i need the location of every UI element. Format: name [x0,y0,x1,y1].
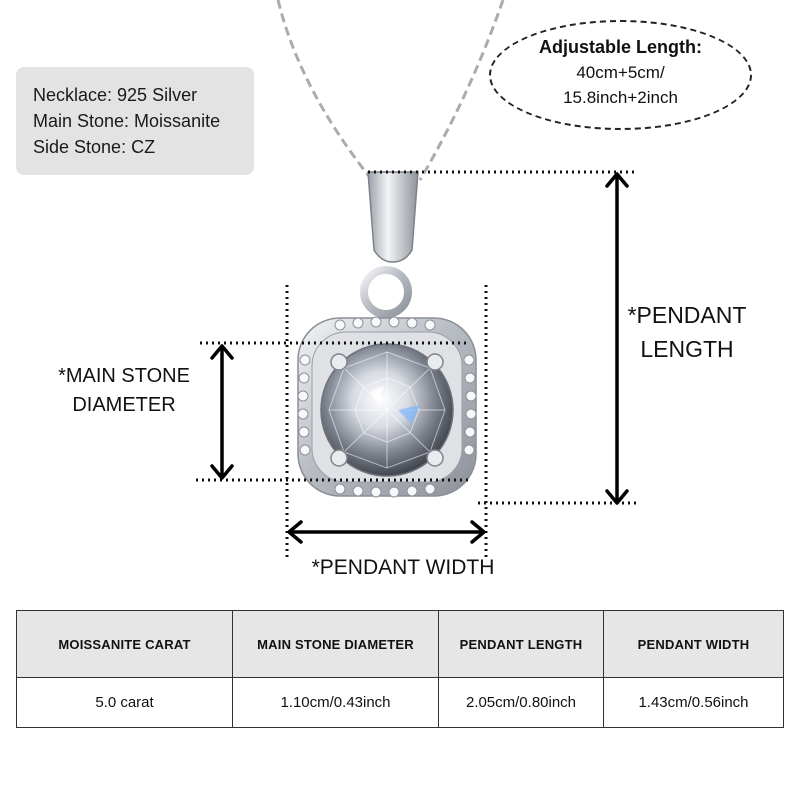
main-stone-label-line1: *MAIN STONE [58,365,190,387]
spec-side-stone: Side Stone: CZ [33,137,156,157]
dimension-guides [196,170,640,560]
table-row: 5.0 carat 1.10cm/0.43inch 2.05cm/0.80inc… [16,677,784,728]
main-stone-label-line2: DIAMETER [72,394,176,416]
pendant-length-label-line2: LENGTH [640,336,734,362]
pendant-width-label: *PENDANT WIDTH [311,556,495,579]
header-main-stone-diameter: MAIN STONE DIAMETER [232,610,439,678]
cell-carat: 5.0 carat [16,677,233,728]
cell-pendant-width: 1.43cm/0.56inch [603,677,784,728]
header-pendant-width: PENDANT WIDTH [603,610,784,678]
dimension-table: MOISSANITE CARAT MAIN STONE DIAMETER PEN… [16,610,784,728]
main-stone-diameter-label: *MAIN STONE DIAMETER [40,362,208,420]
chain [276,0,505,181]
spec-main-stone: Main Stone: Moissanite [33,111,221,131]
spec-necklace: Necklace: 925 Silver [33,85,198,105]
header-moissanite-carat: MOISSANITE CARAT [16,610,233,678]
dimension-arrows [210,172,629,544]
pendant-length-label-line1: *PENDANT [627,302,747,328]
material-spec-box: Necklace: 925 Silver Main Stone: Moissan… [16,67,254,175]
pendant-bail [360,171,419,318]
callout-length-cm: 40cm+5cm/ [576,63,665,82]
cell-main-stone-diameter: 1.10cm/0.43inch [232,677,439,728]
adjustable-length-callout: Adjustable Length: 40cm+5cm/ 15.8inch+2i… [489,20,752,130]
header-pendant-length: PENDANT LENGTH [438,610,604,678]
callout-title: Adjustable Length: [539,37,702,57]
main-stone [320,343,454,477]
callout-length-inch: 15.8inch+2inch [563,88,678,107]
pendant-length-label: *PENDANT LENGTH [612,298,762,366]
table-header-row: MOISSANITE CARAT MAIN STONE DIAMETER PEN… [16,610,784,678]
cell-pendant-length: 2.05cm/0.80inch [438,677,604,728]
